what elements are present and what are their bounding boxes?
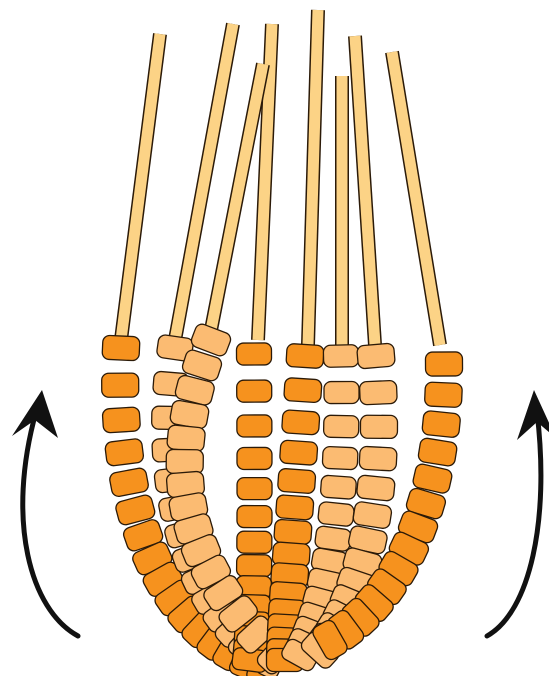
bead: [237, 380, 272, 402]
stick: [392, 52, 440, 345]
bead: [417, 437, 457, 467]
left-curved-arrow-icon: [12, 390, 78, 636]
bead: [274, 519, 313, 545]
bead: [102, 407, 140, 433]
bead: [102, 335, 140, 361]
bead: [324, 381, 359, 403]
bead: [275, 495, 314, 521]
bead: [237, 415, 272, 437]
bead: [424, 382, 462, 408]
bead: [166, 425, 205, 453]
bead: [357, 343, 396, 369]
bead: [102, 373, 139, 397]
bead: [323, 415, 358, 438]
bead: [237, 447, 272, 469]
bead: [425, 352, 462, 376]
bead: [166, 449, 203, 474]
bead: [286, 343, 324, 368]
bead: [279, 440, 318, 466]
bead: [236, 554, 271, 576]
bead: [237, 531, 272, 553]
bead: [352, 501, 392, 529]
bead: [422, 410, 461, 438]
bead: [359, 380, 397, 405]
bead: [320, 475, 357, 500]
bead: [359, 446, 397, 471]
bead: [284, 377, 322, 402]
bead: [236, 343, 271, 365]
bead: [104, 438, 144, 466]
bead: [277, 468, 316, 494]
bead: [360, 415, 397, 438]
stick: [121, 34, 160, 340]
bead: [237, 478, 272, 500]
strands-layer: [102, 10, 463, 676]
bead: [317, 501, 354, 527]
bead: [323, 345, 359, 368]
bead: [109, 467, 150, 498]
bead: [356, 475, 395, 502]
bead: [282, 410, 320, 435]
right-curved-arrow-icon: [487, 390, 549, 636]
bead: [237, 506, 272, 528]
bead: [322, 446, 358, 470]
